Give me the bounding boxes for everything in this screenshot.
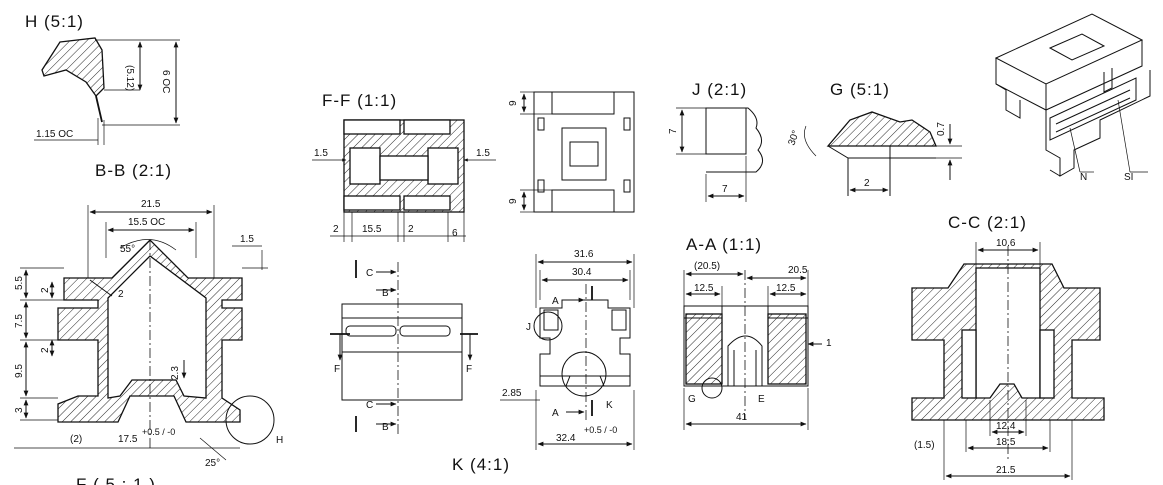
- dim-cc-124: 12.4: [996, 421, 1016, 432]
- view-g-detail: G (5:1) 2 0.7 30°: [786, 80, 962, 196]
- view-j-title: J (2:1): [692, 80, 747, 99]
- view-j-detail: J (2:1) 7 7: [668, 80, 763, 202]
- view-ff-title: F-F (1:1): [322, 91, 397, 110]
- view-top: 9 9: [508, 91, 635, 213]
- label-front-k: K: [606, 400, 613, 411]
- dim-bb-155: 15.5 OC: [128, 217, 165, 228]
- label-front-j: J: [526, 322, 531, 333]
- dim-front-316: 31.6: [574, 249, 594, 260]
- detail-circle-k: [561, 351, 607, 397]
- view-isometric: N SI: [994, 13, 1151, 183]
- dim-aa-125l: 12.5: [694, 283, 714, 294]
- view-g-section: [826, 111, 937, 147]
- dim-bb-215: 21.5: [141, 199, 161, 210]
- label-side-c2: C: [366, 400, 373, 411]
- dim-cc-215: 21.5: [996, 465, 1016, 476]
- dim-bb-15: 1.5: [240, 234, 254, 245]
- dim-cc-185: 18.5: [996, 437, 1016, 448]
- dim-cc-106: 10.6: [996, 238, 1016, 249]
- detail-circle-j: [533, 311, 563, 341]
- view-side: F F C B C B: [330, 260, 478, 434]
- dim-bb-55: 5.5: [14, 276, 25, 290]
- dim-top-9a: 9: [508, 100, 519, 106]
- view-aa-title: A-A (1:1): [686, 235, 762, 254]
- dim-front-304: 30.4: [572, 267, 592, 278]
- dim-ff-2l: 2: [333, 224, 339, 235]
- view-bb-section: B-B (2:1) 21.5 15.5 OC 1.5 55° 2 5.5 7.5: [14, 161, 283, 485]
- dim-aa-205: 20.5: [788, 265, 808, 276]
- label-front-a1: A: [552, 296, 559, 307]
- iso-top-face: [994, 13, 1144, 85]
- dim-top-9b: 9: [508, 198, 519, 204]
- dim-front-285: 2.85: [502, 388, 522, 399]
- view-k-title: K (4:1): [452, 455, 510, 474]
- dim-ff-155: 15.5: [362, 224, 382, 235]
- dim-bb-3: 3: [14, 407, 25, 413]
- view-front: J K A A 31.6 30.4 2.85 32.4 +0.5 / -0 K …: [452, 249, 635, 474]
- view-ff-section: F-F (1:1) 1.5 1.5 2 15.5 2 6: [312, 91, 496, 242]
- label-side-b2: B: [382, 422, 389, 433]
- dim-bb-2c: 2: [118, 289, 124, 300]
- dim-front-324: 32.4: [556, 433, 576, 444]
- dim-h-115: 1.15 OC: [36, 129, 73, 140]
- cut-label-f: F ( 5 : 1 ): [76, 475, 156, 485]
- view-h-section: [41, 37, 105, 98]
- dim-ff-2r: 2: [408, 224, 414, 235]
- view-top-outline: [533, 91, 635, 213]
- dim-aa-41: 41: [736, 412, 748, 423]
- view-cc-section: C-C (2:1) 10.6 12.4 18.5 (1.5) 21.5: [911, 213, 1105, 480]
- dim-bb-2b: 2: [40, 347, 51, 353]
- view-h-detail: H (5:1) (5.12) 6 OC 1.15 OC: [25, 12, 180, 145]
- dim-j-7b: 7: [722, 184, 728, 195]
- dim-ff-6: 6: [452, 228, 458, 239]
- dim-g-2: 2: [864, 178, 870, 189]
- dim-cc-15p: (1.5): [914, 440, 935, 451]
- view-h-title: H (5:1): [25, 12, 84, 31]
- view-bb-title: B-B (2:1): [95, 161, 172, 180]
- dim-ff-15l: 1.5: [314, 148, 328, 159]
- view-bb-cavity: [107, 255, 207, 399]
- label-bb-h: H: [276, 435, 283, 446]
- label-iso-si: SI: [1124, 172, 1133, 183]
- label-aa-g: G: [688, 394, 696, 405]
- detail-circle-h: [225, 395, 275, 445]
- label-iso-n: N: [1080, 172, 1087, 183]
- view-j-profile: [706, 107, 763, 173]
- dim-aa-205p: (20.5): [694, 261, 720, 272]
- dim-aa-1: 1: [826, 338, 832, 349]
- dim-h-6oc: 6 OC: [160, 70, 171, 93]
- dim-bb-95: 9.5: [14, 364, 25, 378]
- label-side-c1: C: [366, 268, 373, 279]
- dim-bb-55deg: 55°: [120, 244, 135, 255]
- dim-bb-2paren: (2): [70, 434, 82, 445]
- label-front-a2: A: [552, 408, 559, 419]
- dim-g-07: 0.7: [936, 122, 947, 136]
- view-aa-section: A-A (1:1) G E (20.5) 20.5 12.5 12.5 1 41: [683, 235, 832, 430]
- view-h-profile: [95, 95, 103, 123]
- dim-bb-75: 7.5: [14, 314, 25, 328]
- dim-aa-125r: 12.5: [776, 283, 796, 294]
- dim-h-512: (5.12): [124, 65, 135, 91]
- dim-bb-2a: 2: [40, 287, 51, 293]
- dim-front-324tol: +0.5 / -0: [584, 425, 617, 435]
- dim-ff-15r: 1.5: [476, 148, 490, 159]
- label-side-b1: B: [382, 288, 389, 299]
- dim-bb-175tol: +0.5 / -0: [142, 427, 175, 437]
- label-side-fr: F: [466, 364, 472, 375]
- dim-j-7a: 7: [668, 128, 679, 134]
- view-g-title: G (5:1): [830, 80, 890, 99]
- detail-circle-g: [701, 377, 723, 399]
- dim-bb-25: 25°: [205, 458, 220, 469]
- dim-bb-175: 17.5: [118, 434, 138, 445]
- dim-bb-23: 2.3: [170, 366, 181, 380]
- label-side-fl: F: [334, 364, 340, 375]
- label-aa-e: E: [758, 394, 765, 405]
- view-cc-title: C-C (2:1): [948, 213, 1027, 232]
- dim-g-30: 30°: [786, 129, 802, 147]
